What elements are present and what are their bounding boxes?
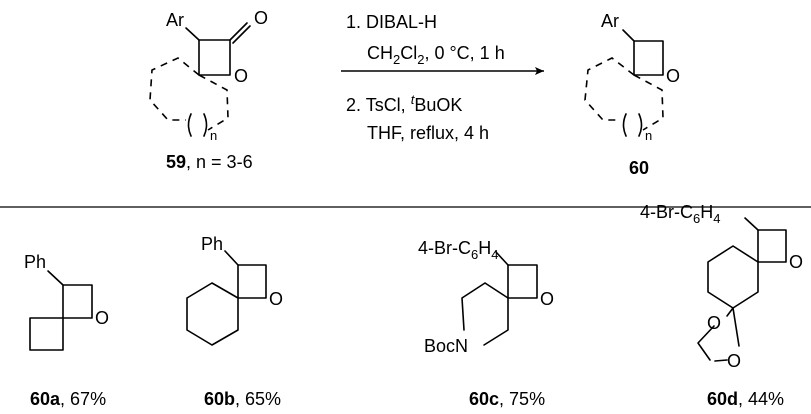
example-60d-yield: , 44% xyxy=(738,389,784,409)
example-60d-sub-4: 4 xyxy=(713,211,720,226)
example-60a-caption: 60a, 67% xyxy=(30,389,106,409)
solvent-part-b: Cl xyxy=(400,43,417,63)
example-60c-caption: 60c, 75% xyxy=(469,389,545,409)
example-60d-oxygen: O xyxy=(789,252,803,272)
step1-conditions: CH2Cl2, 0 °C, 1 h xyxy=(367,43,505,67)
step2-buok: BuOK xyxy=(414,95,462,115)
reaction-conditions: 1. DIBAL-H CH2Cl2, 0 °C, 1 h 2. TsCl, tB… xyxy=(341,12,544,143)
example-60c-sub-part-a: 4-Br-C xyxy=(418,238,471,258)
product-n-label: n xyxy=(645,128,652,143)
product-60-structure: Ar O n xyxy=(584,11,680,143)
example-60b-oxygen: O xyxy=(269,289,283,309)
example-60d-caption: 60d, 44% xyxy=(707,389,784,409)
step2-tscl: 2. TsCl, xyxy=(346,95,411,115)
example-60a-substituent: Ph xyxy=(24,252,46,272)
example-60a-yield: , 67% xyxy=(60,389,106,409)
example-60c-id: 60c xyxy=(469,389,499,409)
example-60b-yield: , 65% xyxy=(235,389,281,409)
example-60d-ketal-oxygen-1: O xyxy=(707,313,721,333)
example-60b-caption: 60b, 65% xyxy=(204,389,281,409)
step2-tert-superscript: t xyxy=(411,92,416,107)
product-ar-label: Ar xyxy=(601,11,619,31)
example-60a-oxygen: O xyxy=(95,308,109,328)
solvent-part-a: CH xyxy=(367,43,393,63)
example-60a-structure: Ph O xyxy=(24,252,109,351)
example-60c-sub-part-b: H xyxy=(478,238,491,258)
example-60d-sub-6: 6 xyxy=(693,211,700,226)
example-60c-substituent: 4-Br-C6H4 xyxy=(418,238,498,262)
reactant-59-structure: Ar O O n xyxy=(149,8,268,143)
step1-temperature-time: , 0 °C, 1 h xyxy=(424,43,504,63)
example-60d-sub-part-b: H xyxy=(700,202,713,222)
reactant-n-range: , n = 3-6 xyxy=(186,152,253,172)
solvent-subscript-1: 2 xyxy=(393,52,400,67)
product-compound-number: 60 xyxy=(629,158,649,178)
example-60c-sub-6: 6 xyxy=(471,247,478,262)
example-60b-structure: Ph O xyxy=(186,234,283,346)
reactant-ring-oxygen: O xyxy=(234,66,248,86)
product-ring-oxygen: O xyxy=(666,66,680,86)
example-60a-id: 60a xyxy=(30,389,61,409)
reactant-compound-number: 59 xyxy=(166,152,186,172)
example-60d-structure: 4-Br-C6H4 O O O xyxy=(640,202,803,371)
step1-reagent: 1. DIBAL-H xyxy=(346,12,437,32)
step2-reagents: 2. TsCl, tBuOK xyxy=(346,92,462,115)
reaction-arrow-head xyxy=(535,67,544,75)
step2-conditions: THF, reflux, 4 h xyxy=(367,123,489,143)
example-60d-sub-part-a: 4-Br-C xyxy=(640,202,693,222)
example-60c-bocn: BocN xyxy=(424,336,468,356)
example-60d-id: 60d xyxy=(707,389,738,409)
reactant-ar-label: Ar xyxy=(166,10,184,30)
reactant-n-label: n xyxy=(210,128,217,143)
reactant-caption: 59, n = 3-6 xyxy=(166,152,253,172)
example-60c-yield: , 75% xyxy=(499,389,545,409)
example-60d-substituent: 4-Br-C6H4 xyxy=(640,202,720,226)
example-60b-id: 60b xyxy=(204,389,235,409)
example-60c-oxygen: O xyxy=(540,289,554,309)
example-60b-substituent: Ph xyxy=(201,234,223,254)
reactant-carbonyl-oxygen: O xyxy=(254,8,268,28)
example-60c-sub-4: 4 xyxy=(491,247,498,262)
example-60c-structure: 4-Br-C6H4 O BocN xyxy=(418,238,554,356)
solvent-subscript-2: 2 xyxy=(417,52,424,67)
example-60d-ketal-oxygen-2: O xyxy=(727,351,741,371)
